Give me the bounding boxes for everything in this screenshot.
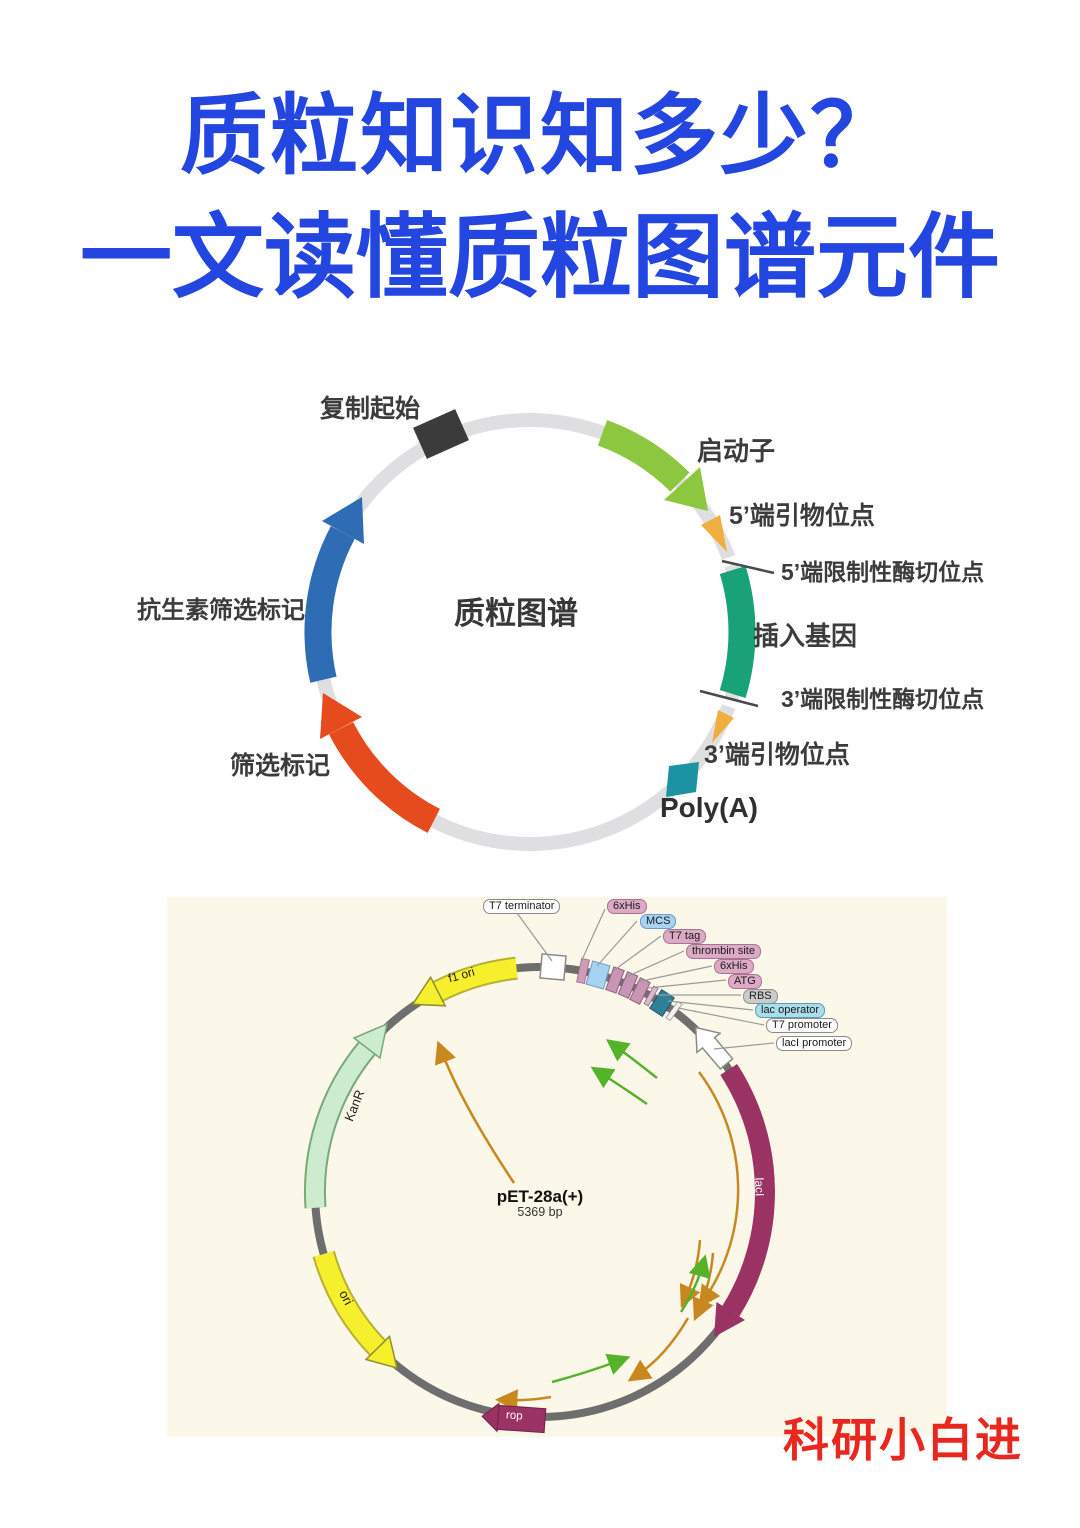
plasmid-name: pET-28a(+)	[496, 1187, 584, 1206]
restriction-gaps	[707, 550, 752, 714]
watermark-text: 科研小白进	[783, 1414, 1023, 1466]
f1ori-arrow	[411, 956, 518, 1007]
label-promoter: 启动子	[697, 436, 776, 466]
label-5prime-restriction-site: 5’端限制性酶切位点	[781, 559, 985, 585]
label-lac-operator: lac operator	[755, 1003, 826, 1018]
label-t7-terminator: T7 terminator	[483, 899, 561, 914]
leader-lines-top	[699, 559, 775, 708]
label-thrombin-site: thrombin site	[686, 944, 761, 959]
kanr-arrow	[303, 1022, 389, 1209]
origin-segment	[413, 409, 469, 459]
ori-arrow	[312, 1250, 399, 1370]
laci-arrow	[714, 1064, 775, 1337]
title-line-2: 一文读懂质粒图谱元件	[79, 207, 1000, 309]
label-t7-promoter: T7 promoter	[766, 1018, 838, 1033]
map-panel	[167, 897, 947, 1437]
label-6xhis-1: 6xHis	[607, 899, 647, 914]
feature-rop-label: rop	[505, 1409, 524, 1423]
label-rbs: RBS	[743, 989, 778, 1004]
polya-diamond	[666, 762, 699, 797]
orf-arrows	[434, 1039, 740, 1412]
promoter-arrow	[597, 420, 708, 511]
selection-marker-arrow	[320, 693, 441, 833]
label-laci-promoter: lacI promoter	[776, 1036, 853, 1051]
label-mcs: MCS	[640, 914, 677, 929]
label-polya: Poly(A)	[660, 792, 758, 823]
t7-terminator-box	[539, 953, 567, 981]
rop-arrow	[481, 1402, 547, 1434]
label-3prime-primer-site: 3’端引物位点	[704, 741, 850, 769]
primer5-arrow	[701, 515, 727, 552]
label-selection-marker: 筛选标记	[230, 752, 331, 780]
mcs-cluster	[576, 957, 683, 1022]
label-leader-lines	[516, 908, 775, 1050]
antibiotic-marker-arrow	[304, 497, 364, 683]
laci-promoter-arrow	[694, 1026, 734, 1071]
label-t7-tag: T7 tag	[663, 929, 707, 944]
feature-laci-label: lacI	[752, 1177, 767, 1197]
insert-gene-arc	[719, 566, 756, 698]
label-atg: ATG	[728, 974, 762, 989]
label-antibiotic-marker: 抗生素筛选标记	[137, 597, 305, 624]
label-6xhis-2: 6xHis	[714, 959, 754, 974]
primer3-arrow	[712, 710, 734, 743]
poster-title: 质粒知识知多少？ 一文读懂质粒图谱元件	[0, 86, 1080, 309]
label-5prime-primer-site: 5’端引物位点	[729, 502, 875, 530]
plasmid-size: 5369 bp	[517, 1205, 563, 1219]
label-insert-gene: 插入基因	[753, 621, 858, 651]
label-3prime-restriction-site: 3’端限制性酶切位点	[781, 686, 985, 712]
title-line-1: 质粒知识知多少？	[179, 86, 900, 185]
label-origin-of-replication: 复制起始	[320, 395, 421, 423]
diagram-center-title: 质粒图谱	[454, 596, 578, 631]
